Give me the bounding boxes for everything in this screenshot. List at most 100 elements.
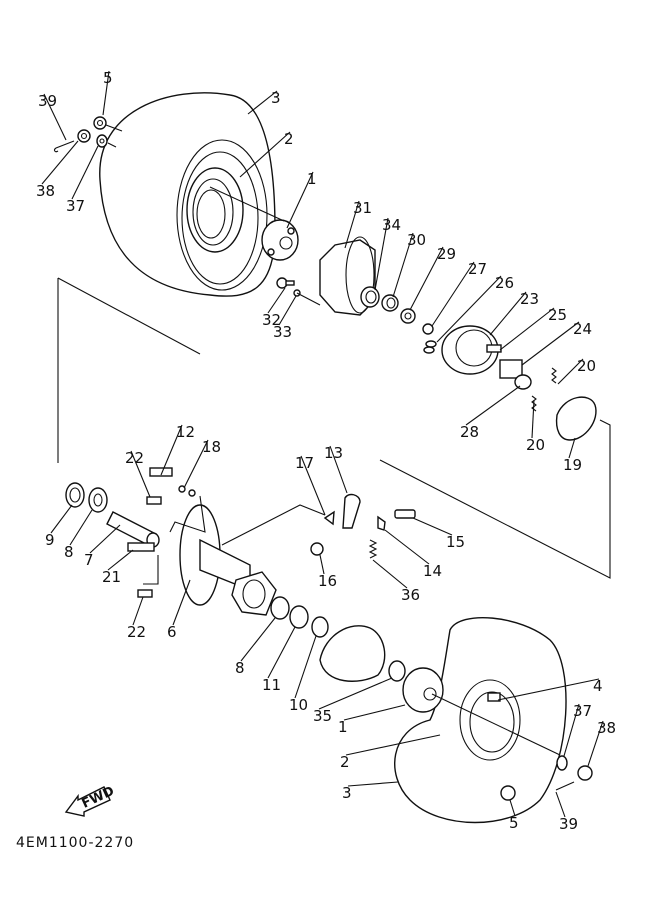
fwd-arrow-icon: FWD (64, 784, 117, 817)
leader-line-35 (318, 677, 393, 710)
leader-line-10 (294, 635, 317, 699)
lower-nut-5 (500, 785, 516, 801)
leader-line-25 (499, 307, 555, 351)
nut-27 (422, 323, 434, 335)
leader-line-5 (102, 70, 110, 116)
callout-37: 37 (573, 702, 592, 720)
frame-lines (57, 277, 611, 579)
oil-seal-9 (65, 482, 85, 508)
leader-line-24 (521, 321, 580, 366)
bracket-14 (377, 515, 386, 531)
callout-5: 5 (509, 814, 519, 832)
leader-line-7 (89, 524, 121, 554)
callout-9: 9 (45, 531, 55, 549)
drawing-code: 4EM1100-2270 (16, 835, 135, 851)
callout-3: 3 (342, 784, 352, 802)
leader-line-23 (489, 291, 527, 336)
stud-bolt-21 (127, 542, 155, 552)
bolt-22b (137, 589, 153, 598)
callout-39: 39 (38, 92, 57, 110)
callout-13: 13 (324, 444, 343, 462)
callout-6: 6 (167, 623, 177, 641)
bolt-22a (146, 496, 162, 505)
callout-5: 5 (103, 69, 113, 87)
leader-line-39 (43, 93, 67, 141)
leader-line-2 (239, 131, 291, 178)
cam-lever-13 (342, 493, 361, 529)
washer-18 (178, 485, 196, 497)
callout-2: 2 (340, 753, 350, 771)
callout-21: 21 (102, 568, 121, 586)
leader-line-17 (300, 455, 326, 516)
leader-line-9 (50, 504, 73, 534)
leader-line-20 (531, 399, 535, 439)
leader-line-39 (555, 791, 566, 818)
leader-line-29 (409, 246, 444, 311)
leader-line-21 (107, 549, 134, 571)
callout-11: 11 (262, 676, 281, 694)
valve-4 (487, 692, 501, 702)
leader-line-37 (563, 703, 580, 757)
callout-19: 19 (563, 456, 582, 474)
callout-29: 29 (437, 245, 456, 263)
indicator-plate-17 (323, 510, 335, 526)
callout-25: 25 (548, 306, 567, 324)
axle-housing-6 (179, 504, 277, 616)
bolt-25 (486, 344, 502, 353)
leader-line-8 (240, 617, 276, 662)
callout-20: 20 (577, 357, 596, 375)
leader-line-4 (497, 678, 600, 701)
leader-line-34 (374, 217, 389, 291)
callout-38: 38 (36, 182, 55, 200)
spring-20a (551, 367, 557, 384)
oil-seal-35 (388, 660, 406, 682)
oil-seal-10 (311, 616, 329, 638)
leader-line-15 (412, 517, 453, 536)
leader-line-1 (286, 171, 314, 229)
callout-23: 23 (520, 290, 539, 308)
callout-layer: 3953238371313430292726232524203233282019… (36, 69, 616, 833)
leader-line-12 (160, 424, 183, 476)
callout-14: 14 (423, 562, 442, 580)
callout-18: 18 (202, 438, 221, 456)
callout-26: 26 (495, 274, 514, 292)
leader-line-26 (436, 275, 502, 343)
callout-1: 1 (307, 170, 317, 188)
callout-32: 32 (262, 311, 281, 329)
callout-28: 28 (460, 423, 479, 441)
callout-33: 33 (273, 323, 292, 341)
leader-line-19 (568, 437, 576, 459)
leader-line-14 (384, 529, 430, 565)
callout-7: 7 (84, 551, 94, 569)
leader-line-32 (267, 287, 286, 314)
bearing-11 (289, 605, 309, 629)
bolt-12 (149, 467, 173, 477)
callout-17: 17 (295, 454, 314, 472)
upper-cotter-pin-39 (53, 140, 75, 153)
lower-hub (402, 667, 444, 713)
upper-wheel-rim (186, 167, 244, 253)
nut-16 (310, 542, 324, 556)
upper-hardware-lines (105, 124, 123, 148)
upper-hub (261, 219, 299, 261)
upper-nut-5 (93, 116, 107, 130)
fwd-label: FWD (80, 784, 117, 812)
callout-4: 4 (593, 677, 603, 695)
leader-line-8 (69, 509, 93, 546)
callout-22: 22 (125, 449, 144, 467)
nut-29 (400, 308, 416, 324)
leader-line-27 (431, 261, 475, 327)
oil-seal-34 (360, 286, 380, 308)
callout-37: 37 (66, 197, 85, 215)
callout-8: 8 (64, 543, 74, 561)
leader-line-22 (130, 450, 151, 498)
leader-line-3 (247, 90, 278, 115)
callout-36: 36 (401, 586, 420, 604)
callout-30: 30 (407, 231, 426, 249)
upper-washer-37 (96, 134, 108, 148)
leader-line-38 (587, 720, 604, 767)
leader-line-30 (392, 232, 414, 298)
callout-1: 1 (338, 718, 348, 736)
upper-axis-line (209, 186, 285, 222)
